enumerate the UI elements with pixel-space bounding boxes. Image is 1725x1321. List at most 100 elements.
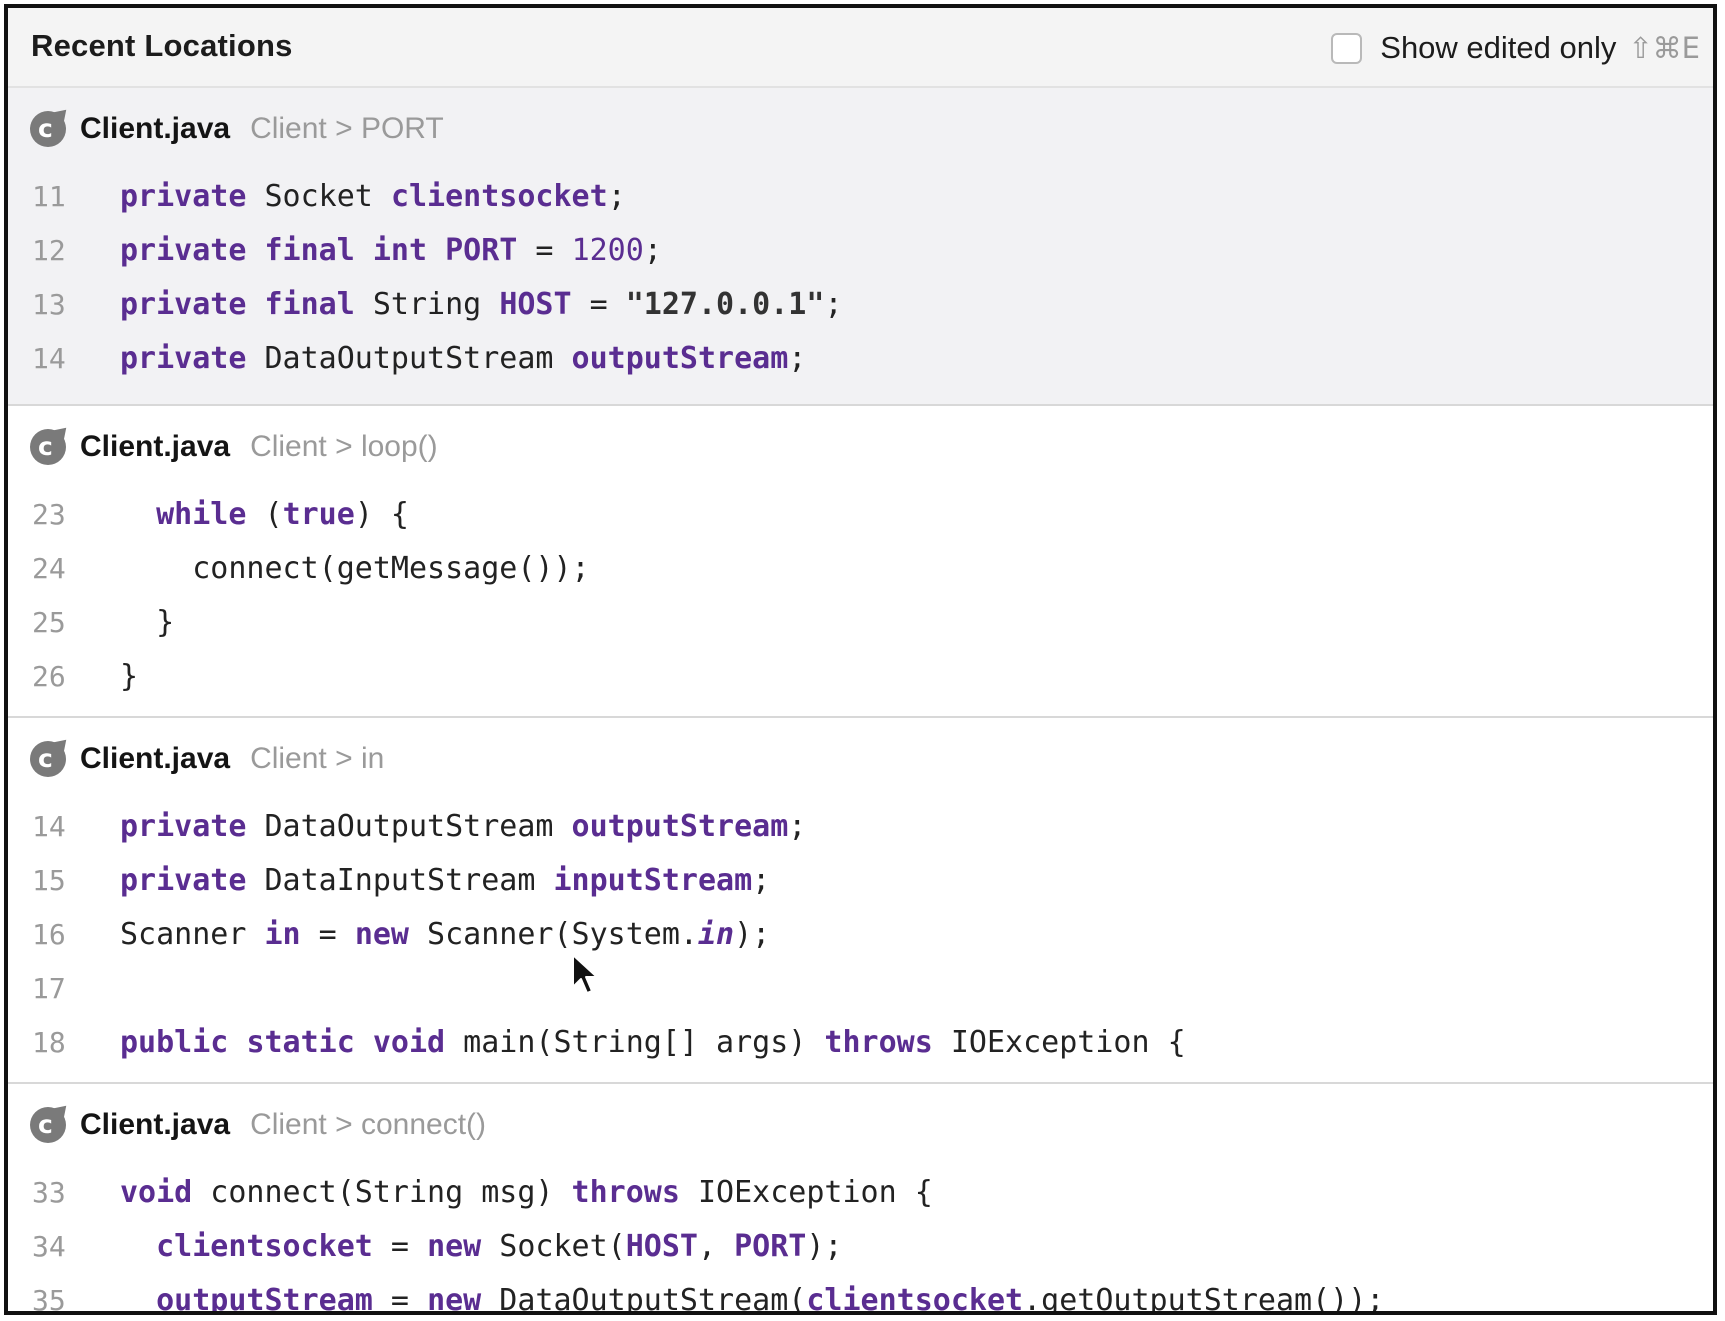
code-line: 33 void connect(String msg) throws IOExce… xyxy=(8,1166,1713,1220)
line-number: 14 xyxy=(32,810,66,843)
code-token: ; xyxy=(607,179,626,214)
code-token: , xyxy=(698,1229,735,1264)
java-class-icon: c xyxy=(30,104,72,147)
code-token: = xyxy=(372,1229,428,1264)
code-line: 34 clientsocket = new Socket(HOST, PORT)… xyxy=(8,1220,1713,1274)
code-token: new xyxy=(427,1229,482,1264)
line-text: private final String HOST = "127.0.0.1"; xyxy=(120,278,843,332)
code-token: ; xyxy=(643,233,662,268)
show-edited-only-toggle[interactable]: Show edited only ⇧⌘E xyxy=(1331,26,1700,70)
code-token: public xyxy=(120,1025,229,1060)
code-line: 15 private DataInputStream inputStream; xyxy=(8,854,1713,908)
code-token: int xyxy=(372,233,428,268)
code-token: HOST xyxy=(499,287,572,322)
line-number: 33 xyxy=(32,1176,66,1209)
line-number: 13 xyxy=(32,288,66,321)
code-token: Scanner xyxy=(120,917,265,952)
code-token: void xyxy=(120,1175,193,1210)
code-line: 23 while (true) { xyxy=(8,488,1713,542)
line-text: private Socket clientsocket; xyxy=(120,170,626,224)
code-token: IOException { xyxy=(679,1175,933,1210)
code-token: = xyxy=(300,917,355,952)
code-token xyxy=(120,497,156,532)
code-token: PORT xyxy=(445,233,518,268)
code-token: ) { xyxy=(354,497,409,532)
line-text: while (true) { xyxy=(120,488,409,542)
code-token xyxy=(228,1025,246,1060)
line-text: } xyxy=(120,650,138,704)
line-text: private DataInputStream inputStream; xyxy=(120,854,770,908)
code-token: = xyxy=(372,1283,428,1315)
code-token: main(String[] args) xyxy=(445,1025,825,1060)
code-token: } xyxy=(120,659,139,694)
breadcrumb: Client > in xyxy=(250,742,385,775)
code-line: 17 xyxy=(8,962,1713,1016)
code-token: ; xyxy=(824,287,843,322)
code-token: outputStream xyxy=(571,341,789,376)
line-text: clientsocket = new Socket(HOST, PORT); xyxy=(120,1220,843,1274)
line-number: 17 xyxy=(32,972,66,1005)
code-token: while xyxy=(156,497,247,532)
code-token: DataOutputStream xyxy=(246,809,572,844)
mouse-cursor-icon xyxy=(572,954,598,994)
line-number: 23 xyxy=(32,498,66,531)
code-token: new xyxy=(354,917,409,952)
line-text: } xyxy=(120,596,174,650)
show-edited-only-checkbox[interactable] xyxy=(1331,32,1363,64)
code-token: true xyxy=(282,497,355,532)
code-line: 25 } xyxy=(8,596,1713,650)
code-token: connect(getMessage()); xyxy=(120,551,590,586)
code-token: outputStream xyxy=(571,809,789,844)
code-token: 1200 xyxy=(571,233,644,268)
code-token: final xyxy=(264,233,355,268)
code-token: ( xyxy=(246,497,283,532)
code-snippet: 14 private DataOutputStream outputStream;… xyxy=(8,800,1713,1070)
code-line: 24 connect(getMessage()); xyxy=(8,542,1713,596)
breadcrumb: Client > connect() xyxy=(250,1108,487,1141)
line-text: void connect(String msg) throws IOExcept… xyxy=(120,1166,933,1220)
code-token: = xyxy=(571,287,626,322)
line-number: 12 xyxy=(32,234,66,267)
code-token: void xyxy=(372,1025,446,1060)
line-text: private final int PORT = 1200; xyxy=(120,224,662,278)
code-token: in xyxy=(697,917,735,952)
code-token: private xyxy=(120,809,247,844)
code-token: static xyxy=(246,1025,355,1060)
line-number: 26 xyxy=(32,660,66,693)
code-line: 26} xyxy=(8,650,1713,704)
code-token: DataOutputStream xyxy=(246,341,572,376)
code-line: 11 private Socket clientsocket; xyxy=(8,170,1713,224)
code-line: 13 private final String HOST = "127.0.0.1… xyxy=(8,278,1713,332)
code-token: ); xyxy=(806,1229,843,1264)
code-token: ); xyxy=(734,917,771,952)
line-number: 15 xyxy=(32,864,66,897)
code-line: 14 private DataOutputStream outputStream; xyxy=(8,800,1713,854)
code-token xyxy=(427,233,445,268)
line-text: Scanner in = new Scanner(System.in); xyxy=(120,908,770,962)
code-token: } xyxy=(120,605,175,640)
code-token: PORT xyxy=(734,1229,807,1264)
show-edited-only-label[interactable]: Show edited only xyxy=(1380,30,1617,65)
code-token xyxy=(120,1283,156,1311)
code-token: = xyxy=(517,233,572,268)
line-text: private DataOutputStream outputStream; xyxy=(120,800,806,854)
line-number: 16 xyxy=(32,918,66,951)
line-number: 11 xyxy=(32,180,66,213)
code-token xyxy=(246,287,264,322)
code-token xyxy=(120,1229,156,1264)
code-token: HOST xyxy=(625,1229,698,1264)
code-token: Socket( xyxy=(481,1229,626,1264)
code-token: outputStream xyxy=(156,1283,373,1315)
line-number: 14 xyxy=(32,342,66,375)
